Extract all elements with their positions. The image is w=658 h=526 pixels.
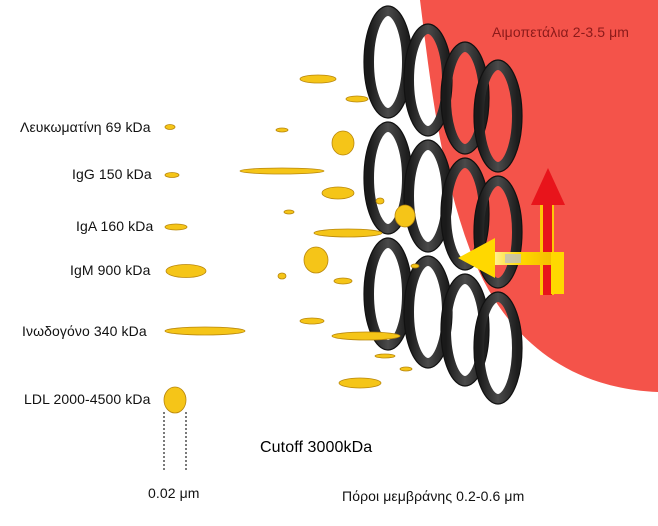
igm-label: IgM 900 kDa [70,262,151,278]
iga-label: IgA 160 kDa [76,218,154,234]
up-arrow [531,168,565,295]
protein-particles [239,74,420,389]
ldl-label: LDL 2000-4500 kDa [24,391,151,407]
pore-ring [474,292,522,404]
protein-particle [338,377,382,389]
pore-ring [364,6,412,118]
albumin-label: Λευκωματίνη 69 kDa [20,119,151,135]
ldl-particle [163,386,187,414]
pore-ring [364,238,412,350]
protein-particle [333,277,353,285]
fibrinogen-label: Ινωδογόνο 340 kDa [22,323,147,339]
protein-particle [277,272,287,280]
protein-particle [313,228,383,238]
protein-particle [410,263,420,269]
iga-particle [164,223,188,231]
legend-particles [163,124,246,470]
pore-ring-edge [440,157,490,271]
protein-particle [394,204,416,228]
cutoff-label: Cutoff 3000kDa [260,439,373,456]
pore-ring-edge [440,41,490,155]
protein-particle [299,74,337,84]
protein-particle [375,197,385,205]
protein-particle [239,167,325,175]
fibrinogen-particle [164,326,246,336]
igg-particle [164,172,180,178]
albumin-particle [164,124,176,130]
membrane-pores [363,5,523,405]
pore-ring-edge [473,291,523,405]
protein-particle [331,130,355,156]
inflow-arrow [458,238,564,294]
pore-ring [404,256,452,368]
membrane-pores-label: Πόροι μεμβράνης 0.2-0.6 μm [342,488,525,504]
pore-ring [474,60,522,172]
protein-particle [275,127,289,133]
protein-particle [283,209,295,215]
protein-particle [303,246,329,274]
protein-particle [331,331,401,341]
pore-ring-edge [473,175,523,289]
protein-particle [321,186,355,200]
protein-particle [399,366,413,372]
pore-ring [474,176,522,288]
pore-ring-edge [473,59,523,173]
igg-label: IgG 150 kDa [72,166,152,182]
protein-particle [299,317,325,325]
protein-particle [374,353,396,359]
igm-particle [165,264,207,278]
pore-ring-edge [440,273,490,387]
platelet-label: Αιμοπετάλια 2-3.5 μm [492,24,630,40]
pore-ring [404,140,452,252]
scale-label: 0.02 μm [148,485,200,501]
protein-particle [345,95,369,103]
